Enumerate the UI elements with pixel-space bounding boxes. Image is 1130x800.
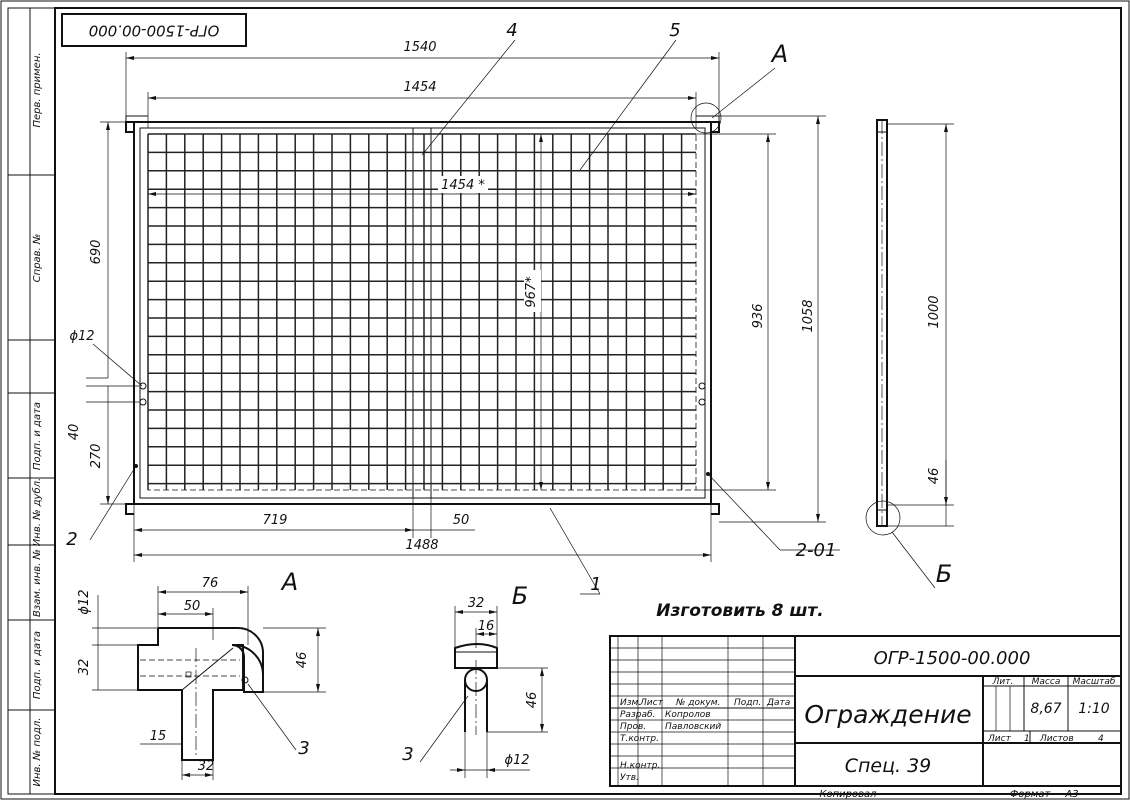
sheets-label: Листов: [1039, 734, 1074, 744]
dim-936: 936: [751, 304, 766, 329]
footer-format-label: Формат: [1010, 789, 1052, 800]
dim-690: 690: [89, 240, 104, 265]
mass-label: Масса: [1032, 677, 1061, 687]
callout-view-b: Б: [936, 560, 952, 588]
dim-1540: 1540: [403, 40, 436, 55]
role-prov: Пров.: [620, 722, 646, 732]
detail-a-dim-phi12: ϕ12: [77, 589, 92, 614]
dim-50: 50: [453, 513, 470, 528]
detail-b-dim-32: 32: [468, 596, 485, 611]
label-inv-dubl: Инв. № дубл.: [31, 478, 43, 546]
side-dim-1000: 1000: [927, 295, 942, 328]
role-tkontr: Т.контр.: [620, 734, 659, 744]
footer-copied: Копировал: [819, 789, 877, 800]
hdr-list: Лист: [639, 698, 664, 708]
side-view: [865, 119, 954, 589]
dim-1454: 1454: [403, 80, 436, 95]
role-utv: Утв.: [620, 773, 639, 783]
production-note: Изготовить 8 шт.: [656, 601, 824, 621]
label-podp-data-2: Подп. и дата: [32, 631, 43, 699]
dim-40: 40: [67, 424, 82, 441]
callout-1: 1: [590, 574, 601, 595]
callout-4: 4: [506, 20, 517, 41]
callout-2: 2: [66, 529, 77, 550]
detail-b-callout-3: 3: [402, 744, 413, 765]
detail-a-dim-76: 76: [202, 576, 219, 591]
side-dim-46: 46: [927, 468, 942, 485]
sheets-value: 4: [1098, 734, 1104, 744]
detail-a-callout-3: 3: [298, 738, 309, 759]
hdr-izm: Изм.: [620, 698, 641, 708]
title-doc-code: ОГР-1500-00.000: [874, 648, 1031, 669]
detail-a-dim-32: 32: [77, 659, 92, 676]
label-inv-podl: Инв. № подл.: [32, 718, 43, 787]
role-razrab: Разраб.: [620, 710, 655, 720]
detail-a-dim-32-bottom: 32: [198, 759, 215, 774]
sheet-label: Лист: [987, 734, 1012, 744]
arrowheads: [106, 56, 820, 557]
title-name: Ограждение: [804, 700, 971, 729]
detail-b-dim-16: 16: [478, 619, 495, 634]
label-vzam-inv: Взам. инв. №: [32, 549, 43, 617]
footer-format-value: А3: [1064, 789, 1078, 800]
detail-a-title: А: [280, 568, 298, 596]
dim-1454-star: 1454 *: [441, 178, 485, 193]
person-1: Копролов: [665, 710, 711, 720]
hdr-doc: № докум.: [675, 698, 720, 708]
mass-value: 8,67: [1030, 701, 1061, 717]
dim-1058: 1058: [801, 299, 816, 332]
dimension-lines: [86, 39, 840, 595]
detail-b-title: Б: [512, 582, 528, 610]
lit-label: Лит.: [992, 677, 1014, 687]
dim-719: 719: [263, 513, 288, 528]
detail-a-dim-46: 46: [295, 652, 310, 669]
dim-967-star: 967*: [524, 276, 539, 308]
left-stamp-columns: [7, 7, 56, 795]
scale-label: Масштаб: [1073, 677, 1116, 687]
dim-phi12: ϕ12: [69, 329, 94, 344]
detail-b-dim-phi12: ϕ12: [504, 753, 529, 768]
callout-view-a: А: [770, 40, 788, 68]
rotated-code-text: ОГР-1500-00.000: [89, 22, 220, 40]
title-block: [609, 635, 1122, 787]
label-podp-data-1: Подп. и дата: [32, 402, 43, 470]
role-nkontr: Н.контр.: [620, 761, 660, 771]
person-2: Павловский: [665, 722, 721, 732]
title-spec: Спец. 39: [845, 755, 932, 777]
fence-frame: [125, 115, 720, 515]
detail-a-dim-15: 15: [150, 729, 167, 744]
detail-a-dim-50: 50: [184, 599, 201, 614]
detail-b-dim-46: 46: [525, 692, 540, 709]
rotated-code-box: [61, 13, 247, 47]
sheet-value: 1: [1024, 734, 1030, 744]
callout-5: 5: [669, 20, 680, 41]
hdr-data: Дата: [766, 698, 790, 708]
dim-270: 270: [89, 444, 104, 469]
dim-1488: 1488: [405, 538, 438, 553]
hdr-podp: Подп.: [734, 698, 761, 708]
wire-mesh: [147, 133, 696, 490]
view-a-marker-circle: [690, 102, 722, 134]
label-perv-primen: Перв. примен.: [32, 52, 43, 127]
left-stamp-labels: Перв. примен. Справ. № Подп. и дата Инв.…: [31, 52, 43, 786]
detail-a: [92, 586, 326, 780]
callout-2-01: 2-01: [796, 540, 837, 561]
scale-value: 1:10: [1078, 701, 1110, 717]
label-sprav-no: Справ. №: [32, 234, 43, 283]
